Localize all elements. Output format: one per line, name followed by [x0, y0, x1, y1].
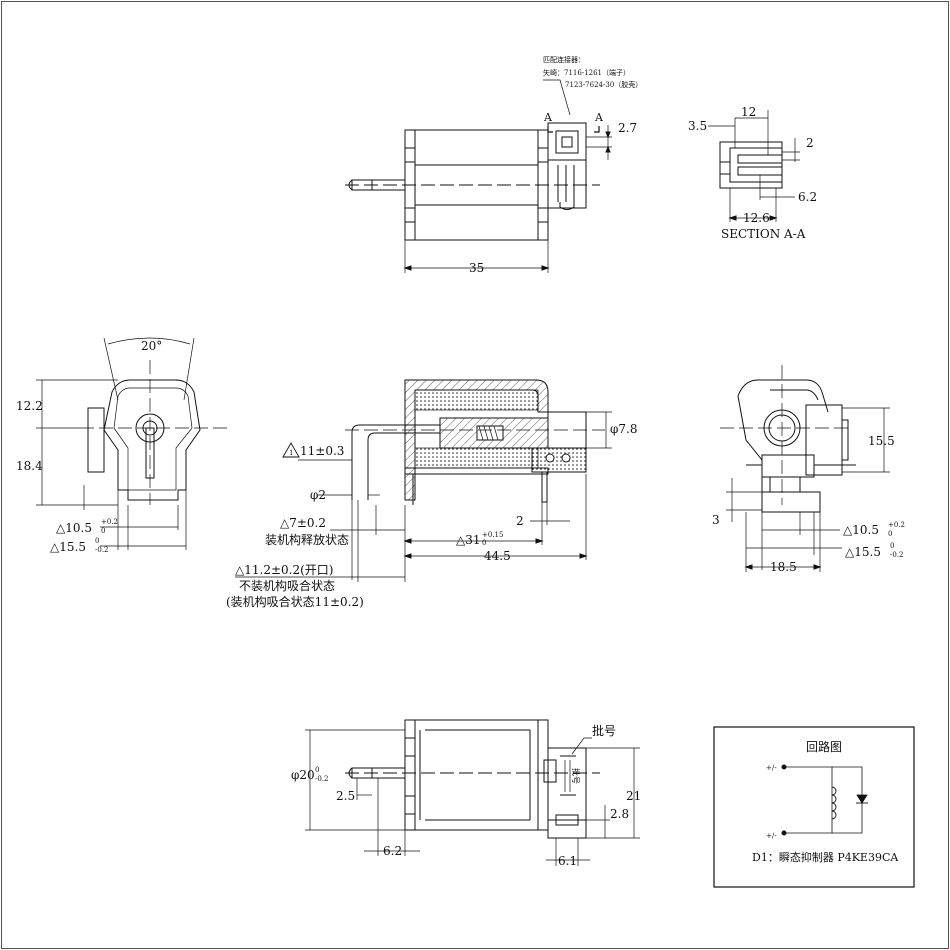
main-section-view: φ7.8 1 11±0.3 φ2 △7±0.2 装机构释放状态 △31 +0.1…	[226, 379, 638, 609]
dim-phi20: φ20	[291, 768, 315, 782]
dim-right-10-5: △10.5	[843, 523, 879, 537]
dim-left-15-5-tol-up: 0	[95, 537, 99, 545]
dim-left-10-5: △10.5	[56, 521, 92, 535]
section-title: SECTION A-A	[721, 227, 806, 241]
left-end-view: 20° 12.2 18.4 △10.5 +0.2 0 △15.5 0 -0.2	[16, 337, 230, 554]
dim-open-11-2: △11.2±0.2(开口)	[235, 563, 333, 577]
dim-right-10-5-tol-up: +0.2	[888, 521, 905, 529]
dim-left-15-5-tol-dn: -0.2	[95, 546, 109, 554]
section-marker-left: A	[543, 111, 553, 124]
terminal-bottom-label: +/-	[766, 832, 777, 840]
section-a-a-view: 12 3.5 2 6.2 12.6 SECTION A-A	[688, 105, 817, 241]
dim-section-12: 12	[741, 105, 756, 119]
terminal-top-label: +/-	[766, 764, 777, 772]
dim-phi2: φ2	[310, 488, 326, 502]
dim-phi20-tol-dn: -0.2	[315, 775, 329, 783]
dim-connector-offset: 2.7	[618, 121, 637, 135]
dim-section-2: 2	[806, 136, 814, 150]
dim-right-15-5b-tol-dn: -0.2	[890, 551, 904, 559]
dim-warning-11: 11±0.3	[300, 444, 344, 458]
circuit-title: 回路图	[806, 739, 842, 754]
dim-section-6-2: 6.2	[798, 190, 817, 204]
dim-bottom-21: 21	[626, 789, 641, 803]
dim-right-10-5-tol-dn: 0	[888, 530, 892, 538]
dim-right-15-5b-tol-up: 0	[890, 542, 894, 550]
note-release: 装机构释放状态	[265, 532, 349, 547]
connector-note-line2: 矢崎：7116-1261（端子）	[543, 68, 630, 77]
dim-left-15-5: △15.5	[50, 540, 86, 554]
dim-main-2: 2	[516, 514, 524, 528]
dim-phi7-8: φ7.8	[610, 422, 638, 436]
connector-note-line1: 匹配连接器：	[543, 55, 585, 64]
svg-text:1: 1	[289, 449, 293, 457]
dim-section-12-6: 12.6	[743, 211, 770, 225]
dim-31-tol-up: +0.15	[482, 531, 503, 539]
circuit-diagram-box: 回路图 +/- +/- D1：瞬态抑制器 P4KE39CA	[713, 726, 915, 888]
dim-stroke-release: △7±0.2	[280, 516, 326, 530]
dim-phi20-tol-up: 0	[315, 766, 319, 774]
dim-angle-20: 20°	[141, 339, 162, 353]
note-no-mechanism: 不装机构吸合状态	[239, 578, 335, 593]
dim-2-5: 2.5	[336, 789, 355, 803]
dim-length-35: 35	[469, 261, 484, 275]
dim-right-15-5: 15.5	[868, 434, 895, 448]
dim-right-18-5: 18.5	[770, 560, 797, 574]
dim-31: △31	[456, 533, 481, 547]
dim-left-10-5-tol-dn: 0	[101, 527, 105, 535]
bottom-view: 批号 批号 φ20 0 -0.2 2.5 6.2 21 2.8 6.1	[291, 719, 641, 868]
batch-mark: 批号	[571, 768, 581, 784]
batch-label: 批号	[592, 723, 616, 738]
top-view: 匹配连接器： 矢崎：7116-1261（端子） 7123-7624-30（胶壳）…	[345, 55, 642, 275]
dim-section-3-5: 3.5	[688, 119, 707, 133]
dim-left-10-5-tol-up: +0.2	[101, 518, 118, 526]
dim-right-3: 3	[712, 513, 720, 527]
section-marker-right: A	[594, 111, 604, 124]
dim-44-5: 44.5	[484, 549, 511, 563]
dim-12-2: 12.2	[16, 399, 43, 413]
dim-bottom-6-2: 6.2	[383, 844, 402, 858]
dim-bottom-2-8: 2.8	[610, 807, 629, 821]
connector-note-line3: 7123-7624-30（胶壳）	[565, 80, 642, 89]
dim-31-tol-dn: 0	[482, 539, 486, 547]
right-end-view: 15.5 3 △10.5 +0.2 0 △15.5 0 -0.2 18.5	[712, 365, 905, 574]
dim-18-4: 18.4	[16, 459, 43, 473]
note-mechanism: (装机构吸合状态11±0.2)	[226, 594, 364, 609]
dim-right-15-5b: △15.5	[845, 545, 881, 559]
circuit-caption: D1：瞬态抑制器 P4KE39CA	[752, 850, 899, 864]
dim-bottom-6-1: 6.1	[558, 854, 577, 868]
